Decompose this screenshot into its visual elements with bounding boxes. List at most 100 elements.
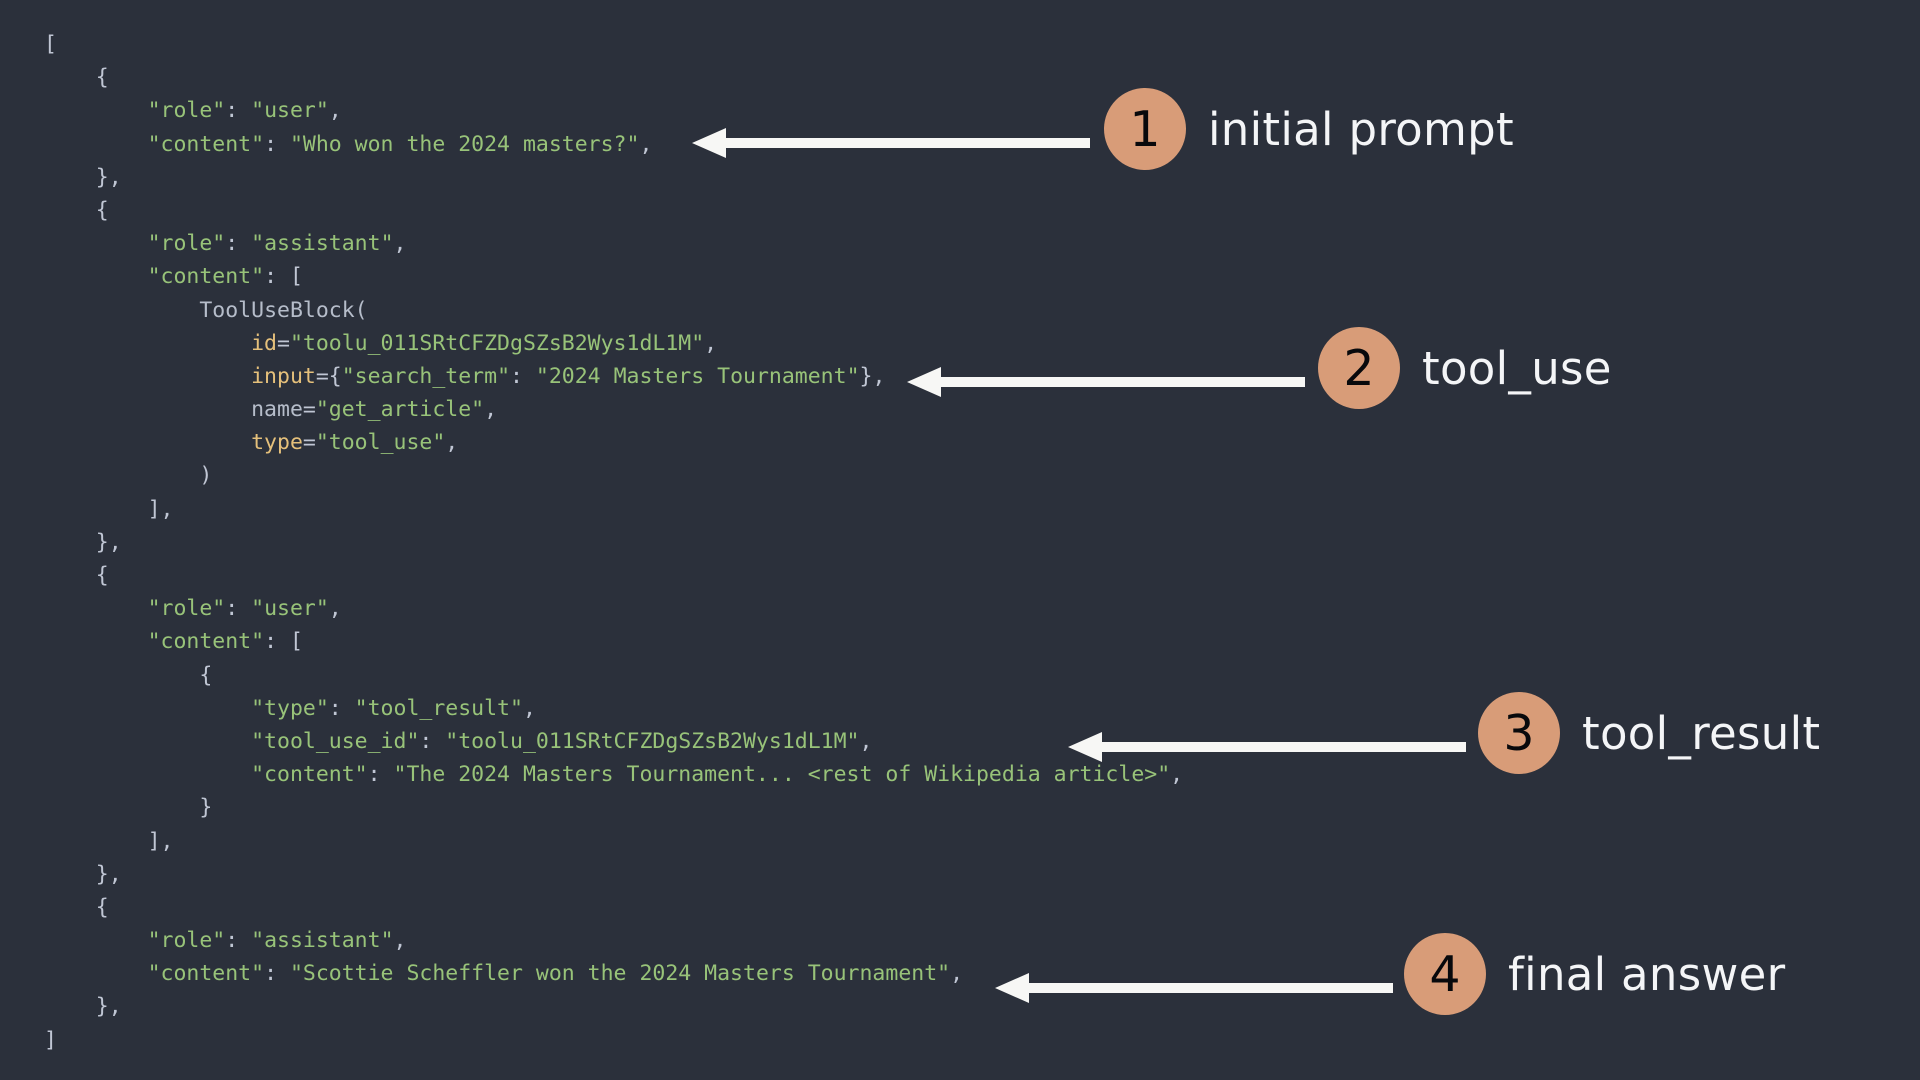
callout-arrow-4 xyxy=(995,973,1393,1003)
code-token: : xyxy=(225,98,252,124)
callout-arrow-3 xyxy=(1068,732,1466,762)
code-line: ) xyxy=(44,459,1183,492)
code-token: "get_article" xyxy=(315,397,485,423)
code-token: = xyxy=(277,330,290,356)
code-token: }, xyxy=(95,861,122,887)
code-line: ], xyxy=(44,493,1183,526)
code-line: name="get_article", xyxy=(44,393,1183,426)
code-line: "role": "assistant", xyxy=(44,227,1183,260)
code-token: input xyxy=(251,363,316,389)
code-token: "content" xyxy=(147,629,265,655)
code-line: "tool_use_id": "toolu_011SRtCFZDgSZsB2Wy… xyxy=(44,725,1183,758)
code-token: { xyxy=(95,894,109,920)
code-token: : xyxy=(225,231,252,257)
code-token: "content" xyxy=(147,131,265,157)
code-token: "2024 Masters Tournament" xyxy=(535,363,860,389)
code-token: { xyxy=(95,197,109,223)
code-token: { xyxy=(95,65,109,91)
callout-label-2: tool_use xyxy=(1422,341,1612,395)
callout-3: 3 tool_result xyxy=(1478,692,1820,774)
code-token: ] xyxy=(44,1027,57,1053)
code-token: "The 2024 Masters Tournament... <rest of… xyxy=(393,762,1171,788)
code-line: input={"search_term": "2024 Masters Tour… xyxy=(44,360,1183,393)
code-token: "role" xyxy=(147,98,226,124)
code-token: }, xyxy=(859,363,886,389)
code-line: }, xyxy=(44,858,1183,891)
code-token: ], xyxy=(147,496,174,522)
code-line: }, xyxy=(44,526,1183,559)
code-line: [ xyxy=(44,28,1183,61)
code-token: [ xyxy=(44,32,57,57)
code-token: "content" xyxy=(147,264,265,290)
code-token: "toolu_011SRtCFZDgSZsB2Wys1dL1M" xyxy=(445,728,860,754)
code-line: ToolUseBlock( xyxy=(44,294,1183,327)
callout-arrow-2 xyxy=(907,367,1305,397)
code-token: : xyxy=(264,264,290,290)
code-token: , xyxy=(328,98,342,124)
code-token: "content" xyxy=(251,762,368,788)
code-line: ], xyxy=(44,825,1183,858)
code-token: : xyxy=(264,131,290,157)
code-token: : xyxy=(264,961,290,987)
code-line: "content": "Who won the 2024 masters?", xyxy=(44,128,1183,161)
code-token: , xyxy=(704,330,718,356)
code-token: }, xyxy=(95,529,122,555)
code-token: "assistant" xyxy=(251,231,394,257)
code-token: [ xyxy=(289,629,303,655)
code-token: "tool_use_id" xyxy=(251,728,420,754)
code-line: { xyxy=(44,891,1183,924)
code-token: , xyxy=(484,397,498,423)
code-token: "toolu_011SRtCFZDgSZsB2Wys1dL1M" xyxy=(289,330,705,356)
code-token: "user" xyxy=(251,596,329,622)
callout-1: 1 initial prompt xyxy=(1104,88,1514,170)
code-token: "user" xyxy=(251,98,329,124)
callout-badge-3: 3 xyxy=(1478,692,1560,774)
code-line: "role": "assistant", xyxy=(44,924,1183,957)
code-token: ={ xyxy=(315,363,342,389)
code-token: name xyxy=(251,397,303,423)
code-line: }, xyxy=(44,990,1183,1023)
code-token: : xyxy=(419,728,446,754)
code-token: = xyxy=(302,397,316,423)
code-token: , xyxy=(639,131,653,157)
code-token: : xyxy=(367,762,394,788)
code-token: : xyxy=(328,695,355,721)
callout-label-4: final answer xyxy=(1508,947,1786,1001)
code-token: ) xyxy=(199,463,213,489)
code-token: , xyxy=(393,231,407,257)
callout-arrow-1 xyxy=(692,128,1090,158)
code-token: [ xyxy=(289,264,303,290)
callout-badge-1: 1 xyxy=(1104,88,1186,170)
code-line: "content": "The 2024 Masters Tournament.… xyxy=(44,758,1183,791)
callout-label-3: tool_result xyxy=(1582,706,1821,760)
code-token: type xyxy=(251,430,303,456)
code-line: "role": "user", xyxy=(44,592,1183,625)
code-token: { xyxy=(199,662,213,688)
code-line: "role": "user", xyxy=(44,94,1183,127)
code-token: "Who won the 2024 masters?" xyxy=(289,131,640,157)
code-token: , xyxy=(859,728,873,754)
code-token: : xyxy=(510,363,536,389)
code-token: ToolUseBlock( xyxy=(199,297,368,323)
code-token: "type" xyxy=(251,695,329,721)
code-token: { xyxy=(95,563,109,588)
code-line: "content": [ xyxy=(44,625,1183,658)
callout-4: 4 final answer xyxy=(1404,933,1785,1015)
code-token: : xyxy=(225,928,252,954)
code-token: }, xyxy=(95,164,122,190)
code-token: "role" xyxy=(147,596,226,622)
code-line: }, xyxy=(44,161,1183,194)
code-block: [ { "role": "user", "content": "Who won … xyxy=(44,28,1183,1057)
code-line: type="tool_use", xyxy=(44,426,1183,459)
code-token: = xyxy=(302,430,316,456)
code-token: id xyxy=(251,330,277,356)
callout-2: 2 tool_use xyxy=(1318,327,1612,409)
callout-badge-2: 2 xyxy=(1318,327,1400,409)
code-token: ], xyxy=(147,828,174,854)
code-line: "type": "tool_result", xyxy=(44,692,1183,725)
code-line: id="toolu_011SRtCFZDgSZsB2Wys1dL1M", xyxy=(44,327,1183,360)
code-line: { xyxy=(44,61,1183,94)
callout-badge-4: 4 xyxy=(1404,933,1486,1015)
callout-label-1: initial prompt xyxy=(1208,102,1514,156)
